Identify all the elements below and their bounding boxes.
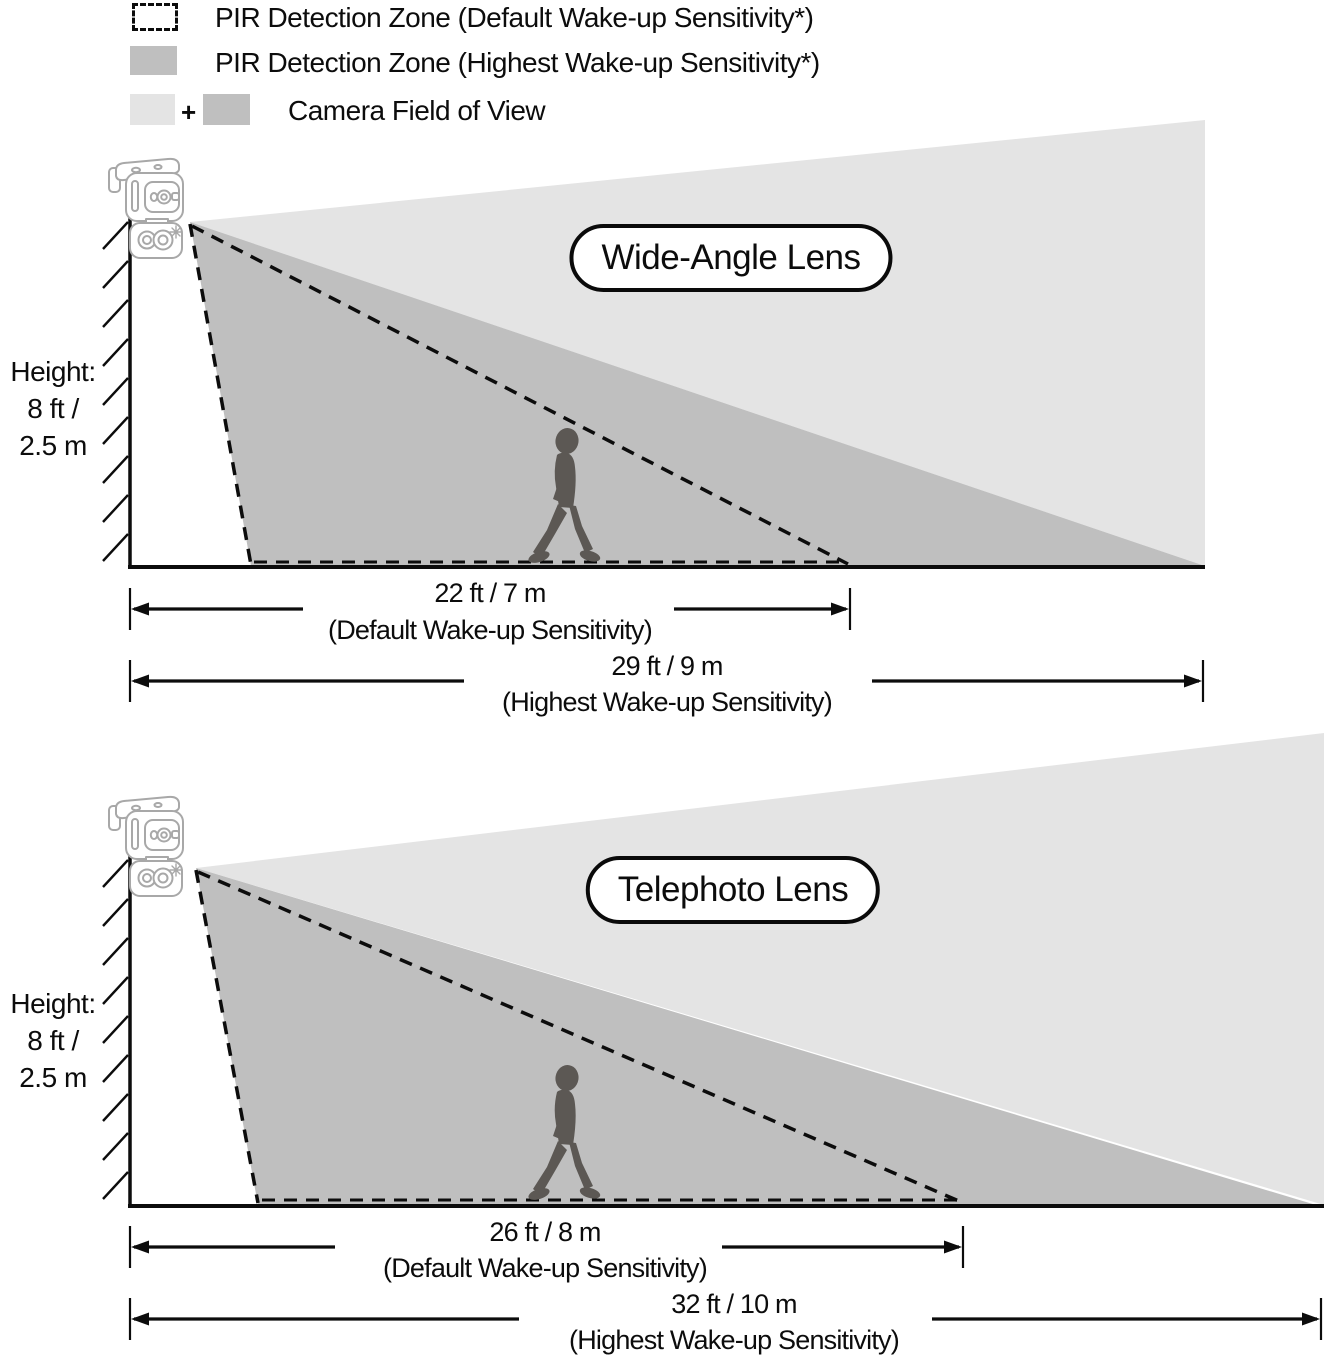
lens-title-wide-angle: Wide-Angle Lens (569, 224, 893, 292)
measure-caption-tele-highest: (Highest Wake-up Sensitivity) (569, 1325, 900, 1355)
camera-icon (108, 795, 184, 897)
legend-swatch-pir-highest (130, 46, 177, 75)
height-label-line3: 2.5 m (19, 1062, 87, 1093)
height-label-telephoto: Height: 8 ft / 2.5 m (0, 985, 106, 1096)
wide-angle-pir-default-left-edge (188, 223, 253, 566)
height-label-line2: 8 ft / (27, 393, 79, 424)
telephoto-pir-default-diagonal (197, 870, 962, 1204)
legend-swatch-fov-light (130, 94, 175, 125)
measure-value-tele-default: 26 ft / 8 m (489, 1217, 601, 1247)
telephoto-camera-fov-zone (196, 733, 1324, 1205)
lens-title-telephoto: Telephoto Lens (585, 856, 881, 924)
legend-swatch-pir-default (132, 3, 178, 31)
wide-angle-diagram (102, 120, 1205, 702)
wide-angle-highest-measure-arrow (128, 660, 1205, 702)
wide-angle-pir-default-diagonal (191, 224, 849, 566)
height-label-wide-angle: Height: 8 ft / 2.5 m (0, 353, 106, 464)
legend-label-pir-default: PIR Detection Zone (Default Wake-up Sens… (215, 2, 814, 33)
wide-angle-default-measure-arrow (128, 588, 852, 630)
height-label-line1: Height: (10, 988, 96, 1019)
telephoto-highest-measure-arrow (128, 1298, 1323, 1340)
telephoto-pir-highest-zone (196, 868, 1316, 1205)
measure-caption-wide-highest: (Highest Wake-up Sensitivity) (502, 687, 833, 717)
wall-hatching (102, 859, 129, 1200)
measure-value-wide-highest: 29 ft / 9 m (611, 651, 723, 681)
wide-angle-pir-highest-zone (190, 222, 1205, 566)
telephoto-diagram (102, 733, 1324, 1340)
legend-label-camera-fov: Camera Field of View (288, 95, 546, 126)
measure-caption-wide-default: (Default Wake-up Sensitivity) (328, 615, 653, 645)
height-label-line3: 2.5 m (19, 430, 87, 461)
measure-value-tele-highest: 32 ft / 10 m (671, 1289, 797, 1319)
camera-icon (108, 157, 184, 259)
telephoto-default-measure-arrow (128, 1226, 965, 1268)
measure-value-wide-default: 22 ft / 7 m (434, 578, 546, 608)
telephoto-pir-default-left-edge (194, 869, 260, 1204)
legend-plus-sign: + (181, 97, 196, 127)
legend-label-pir-highest: PIR Detection Zone (Highest Wake-up Sens… (215, 47, 820, 78)
height-label-line1: Height: (10, 356, 96, 387)
legend-swatch-fov-mid (203, 94, 250, 125)
wide-angle-camera-fov-zone (190, 120, 1205, 566)
measure-caption-tele-default: (Default Wake-up Sensitivity) (383, 1253, 708, 1283)
height-label-line2: 8 ft / (27, 1025, 79, 1056)
wall-hatching (102, 221, 129, 562)
